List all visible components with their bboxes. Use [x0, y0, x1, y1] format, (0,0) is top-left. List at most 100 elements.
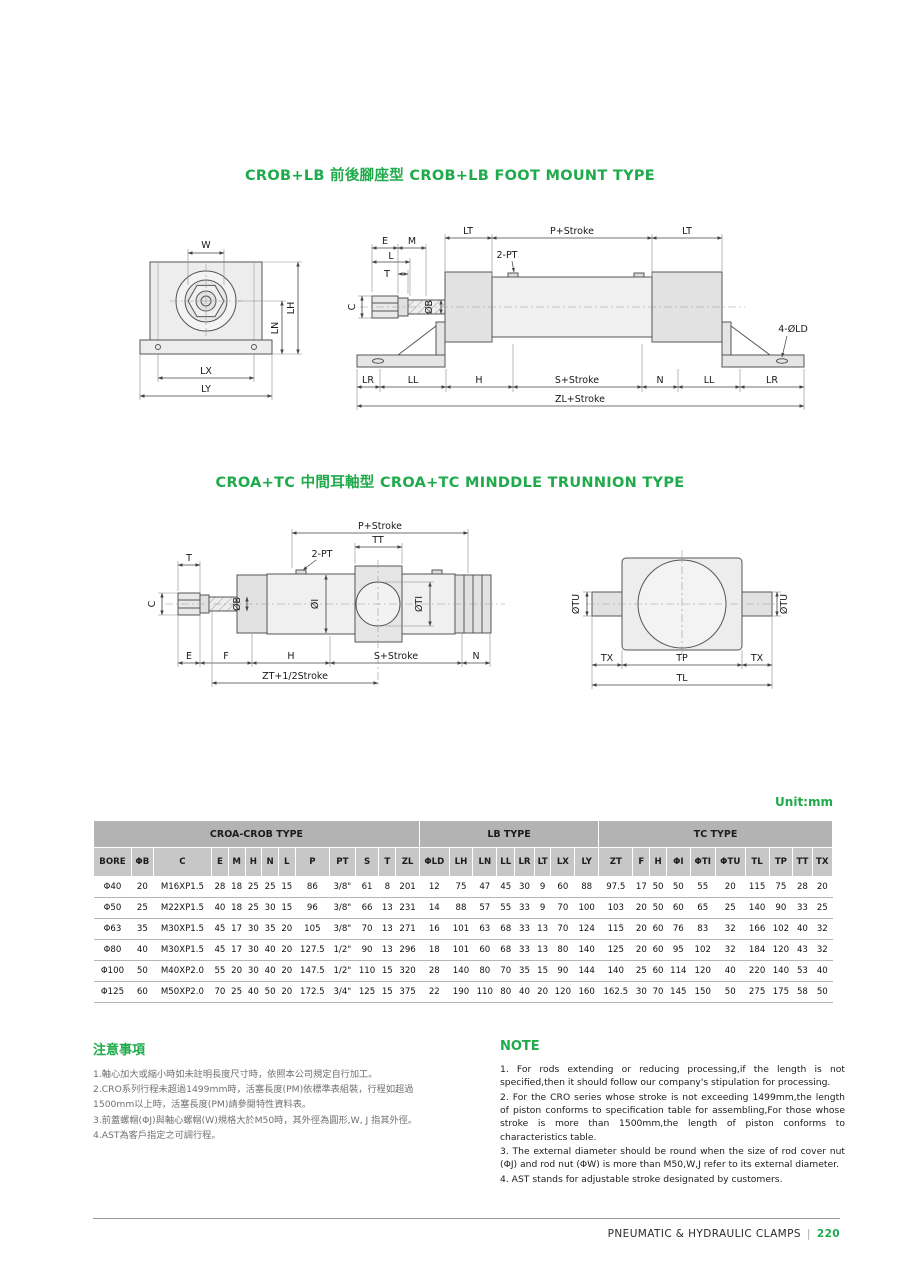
port: [633, 272, 645, 278]
table-cell: 17: [228, 939, 245, 961]
table-cell: 271: [395, 918, 420, 940]
table-cell: 30: [261, 897, 279, 919]
front-view: [139, 261, 273, 355]
table-cell: 275: [745, 981, 769, 1003]
table-cell: 17: [632, 876, 650, 898]
table-column-header: N: [261, 847, 279, 877]
trunnion-end-view: [586, 550, 778, 658]
table-cell: M30XP1.5: [153, 918, 212, 940]
foot-flange: [139, 339, 273, 355]
dim-label-w: W: [201, 240, 211, 251]
table-cell: 30: [245, 939, 262, 961]
table-cell: 115: [598, 918, 633, 940]
table-column-header: C: [152, 847, 213, 877]
dim-label-n: N: [656, 375, 663, 386]
dim-label-lx: LX: [200, 366, 212, 377]
table-column-header: ΦTI: [689, 847, 716, 877]
front-view-dimensions: W LH LN LX LY: [139, 240, 302, 400]
note-item: 1.軸心加大或縮小時如未註明長度尺寸時，依照本公司規定自行加工。: [93, 1069, 378, 1080]
table-column-header: BORE: [93, 847, 132, 877]
dim-label-f: F: [223, 651, 228, 662]
table-cell: 50: [261, 981, 279, 1003]
dim-label-otu: ØTU: [779, 594, 790, 614]
table-cell: 50: [715, 981, 746, 1003]
table-cell: 25: [715, 897, 746, 919]
table-cell: 25: [245, 897, 262, 919]
table-column-header: H: [649, 847, 667, 877]
table-cell: 13: [534, 918, 551, 940]
table-column-header: ZT: [598, 847, 634, 877]
table-cell: 90: [550, 960, 575, 982]
dim-label-l: L: [388, 251, 394, 262]
table-cell: 63: [472, 918, 497, 940]
dim-label-t: T: [383, 269, 390, 280]
table-column-header: LR: [514, 847, 535, 877]
dim-label-4old: 4-ØLD: [778, 324, 808, 335]
table-cell: 30: [514, 876, 535, 898]
table-cell: 55: [211, 960, 229, 982]
table-group-header: TC TYPE: [598, 820, 833, 848]
table-cell: 20: [131, 876, 154, 898]
table-cell: 25: [131, 897, 154, 919]
table-cell: 16: [419, 918, 450, 940]
table-cell: 25: [228, 981, 245, 1003]
table-cell: 22: [419, 981, 450, 1003]
table-cell: 20: [278, 939, 296, 961]
dim-label-ll: LL: [704, 375, 715, 386]
dim-label-2pt: 2-PT: [496, 250, 517, 261]
table-cell: 150: [690, 981, 716, 1003]
note-item: 4.AST為客戶指定之可調行程。: [93, 1129, 221, 1141]
table-cell: 30: [245, 960, 262, 982]
footer-separator: |: [806, 1228, 811, 1240]
table-cell: 57: [472, 897, 497, 919]
table-cell: 60: [649, 918, 667, 940]
table-cell: 83: [690, 918, 716, 940]
dim-label-otu: ØTU: [571, 594, 582, 614]
note-item: 4. AST stands for adjustable stroke desi…: [500, 1173, 783, 1185]
dim-label-lt: LT: [682, 226, 692, 237]
table-cell: 296: [395, 939, 420, 961]
table-cell: 15: [278, 897, 296, 919]
dim-label-zl-stroke: ZL+Stroke: [555, 394, 605, 405]
note-item: 1. For rods extending or reducing proces…: [500, 1064, 845, 1089]
table-column-header: E: [211, 847, 229, 877]
table-cell: Φ50: [93, 897, 132, 919]
dim-label-2pt: 2-PT: [311, 549, 332, 560]
table-cell: 172.5: [295, 981, 330, 1003]
table-cell: 20: [278, 918, 296, 940]
trunnion-end-view-dimensions: ØTU ØTU TX TP TX TL: [571, 591, 790, 689]
table-cell: 96: [295, 897, 330, 919]
table-cell: 102: [769, 918, 793, 940]
table-cell: M30XP1.5: [153, 939, 212, 961]
dim-label-h: H: [475, 375, 482, 386]
table-cell: 160: [574, 981, 599, 1003]
table-cell: 90: [355, 939, 379, 961]
trunnion-side-view: [165, 560, 505, 687]
table-cell: 25: [245, 876, 262, 898]
table-cell: M16XP1.5: [153, 876, 212, 898]
table-cell: 15: [378, 960, 396, 982]
table-cell: 40: [514, 981, 535, 1003]
table-column-header: LN: [472, 847, 498, 877]
table-cell: 20: [632, 939, 650, 961]
unit-label: Unit:mm: [775, 795, 833, 809]
table-cell: 70: [211, 981, 229, 1003]
table-cell: Φ63: [93, 918, 132, 940]
table-cell: 166: [745, 918, 769, 940]
table-cell: 18: [228, 876, 245, 898]
table-cell: 90: [769, 897, 793, 919]
table-cell: 140: [449, 960, 473, 982]
table-cell: 60: [666, 897, 691, 919]
page-number: 220: [816, 1228, 840, 1240]
table-cell: 102: [690, 939, 716, 961]
table-cell: 55: [690, 876, 716, 898]
table-cell: 45: [211, 918, 229, 940]
table-cell: 32: [812, 939, 833, 961]
table-column-header: ΦTU: [714, 847, 746, 877]
dim-label-s-stroke: S+Stroke: [555, 375, 599, 386]
dim-label-c: C: [147, 600, 158, 607]
table-cell: 32: [715, 939, 746, 961]
